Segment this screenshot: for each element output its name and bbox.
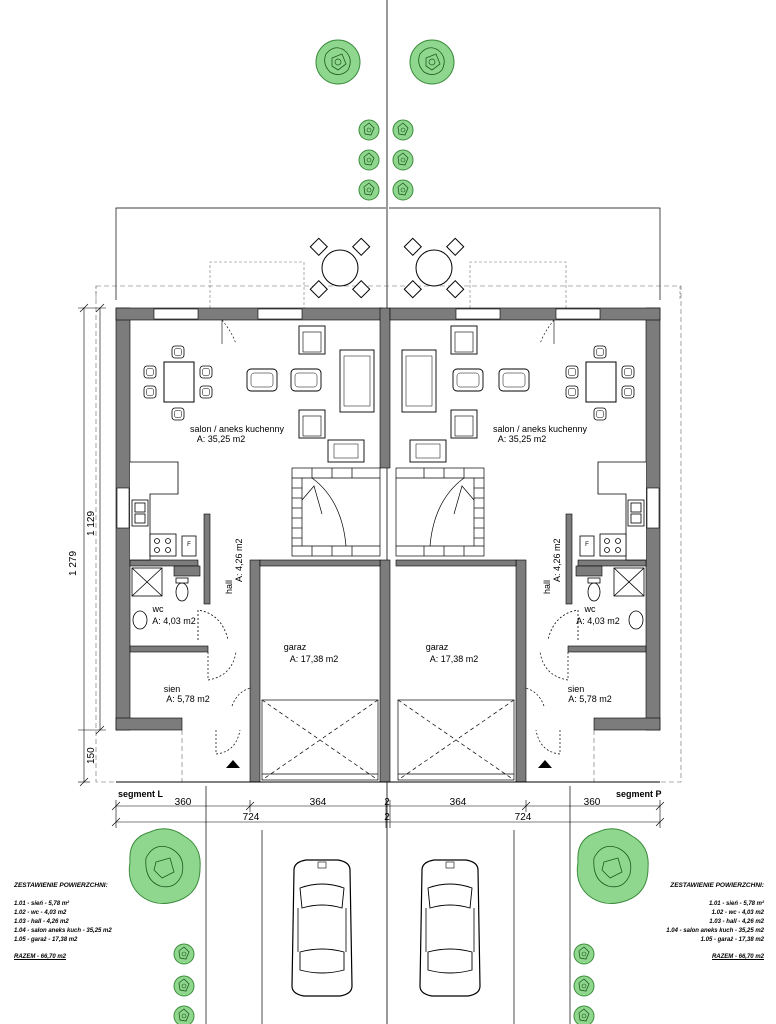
room-area-sien-right: A: 5,78 m2	[568, 694, 612, 704]
room-area-hall-right: A: 4,26 m2	[552, 538, 562, 582]
room-name-salon-right: salon / aneks kuchenny	[492, 424, 588, 434]
area-summary-item: 1.01 - sień - 5,78 m²	[708, 901, 764, 907]
area-summary-item: 1.04 - salon aneks kuch - 35,25 m2	[14, 928, 112, 934]
area-summary-right: ZESTAWIENIE POWIERZCHNI: 1.01 - sień - 5…	[666, 881, 764, 962]
area-summary-item: 1.02 - wc - 4,03 m2	[14, 910, 67, 916]
room-area-salon-left: A: 35,25 m2	[196, 434, 246, 444]
dim-row2-left: 724	[242, 812, 260, 823]
area-summary-item: 1.05 - garaż - 17,38 m2	[700, 937, 764, 943]
stove-mark-left: F	[187, 542, 191, 548]
room-name-wc-right: wc	[584, 604, 596, 614]
trees-front	[128, 828, 649, 1024]
area-summary-total: RAZEM - 66,70 m2	[711, 954, 764, 960]
room-area-wc-right: A: 4,03 m2	[576, 616, 620, 626]
entry-markers	[226, 760, 552, 768]
room-name-hall-left: hall	[224, 579, 234, 594]
room-area-garaz-right: A: 17,38 m2	[429, 654, 479, 664]
dim-row1-center-left: 364	[309, 797, 327, 808]
living-furniture-right	[401, 325, 530, 463]
area-summary-item: 1.05 - garaż - 17,38 m2	[14, 937, 78, 943]
area-summary-item: 1.04 - salon aneks kuch - 35,25 m2	[666, 928, 764, 934]
stairs-right	[395, 467, 485, 557]
room-name-sien-right: sien	[567, 684, 585, 694]
room-area-hall-left: A: 4,26 m2	[234, 538, 244, 582]
living-furniture-left	[246, 325, 375, 463]
dim-row1-center: 2	[384, 797, 390, 808]
dim-vertical-front: 150	[86, 747, 97, 764]
windows	[116, 308, 660, 529]
dim-row2-right: 724	[514, 812, 532, 823]
pergola-outline	[95, 261, 681, 308]
area-summary-item: 1.03 - hall - 4,26 m2	[14, 919, 69, 925]
area-summary-item: 1.01 - sień - 5,78 m²	[14, 901, 70, 907]
segment-label-right: segment P	[616, 789, 662, 799]
dim-row1-center-right: 364	[449, 797, 467, 808]
site-dashed-outline	[95, 285, 682, 783]
dim-vertical-building: 1 129	[86, 510, 97, 536]
room-name-garaz-left: garaz	[283, 642, 307, 652]
dim-row1-left: 360	[174, 797, 192, 808]
garage-doors	[261, 699, 515, 781]
room-name-sien-left: sien	[163, 684, 181, 694]
area-summary-title: ZESTAWIENIE POWIERZCHNI:	[14, 882, 108, 889]
room-name-salon-left: salon / aneks kuchenny	[189, 424, 285, 434]
stove-mark-right: F	[585, 542, 589, 548]
driveway	[205, 786, 571, 1024]
area-summary-left: ZESTAWIENIE POWIERZCHNI: 1.01 - sień - 5…	[14, 881, 112, 962]
segment-label-left: segment L	[118, 789, 164, 799]
room-name-garaz-right: garaz	[425, 642, 449, 652]
cars	[291, 859, 481, 997]
area-summary-total: RAZEM - 66,70 m2	[14, 954, 67, 960]
stairs-left	[291, 467, 381, 557]
room-name-hall-right: hall	[542, 579, 552, 594]
area-summary-title: ZESTAWIENIE POWIERZCHNI:	[670, 882, 764, 889]
kitchen-right	[579, 461, 646, 561]
dim-row2-center: 2	[384, 812, 390, 823]
area-summary-item: 1.02 - wc - 4,03 m2	[711, 910, 764, 916]
dining-set-right	[565, 345, 635, 421]
trees-top	[315, 39, 455, 201]
walls	[115, 307, 661, 783]
room-area-wc-left: A: 4,03 m2	[152, 616, 196, 626]
dimension-lines	[78, 303, 665, 828]
dining-set-left	[143, 345, 213, 421]
wc-fixtures-right	[547, 567, 645, 641]
room-area-salon-right: A: 35,25 m2	[497, 434, 547, 444]
terrace-doors	[221, 319, 555, 345]
terrace-table-right	[403, 237, 465, 299]
door-swings	[207, 651, 569, 755]
plot-boundary	[115, 207, 661, 300]
dim-vertical-total: 1 279	[68, 550, 79, 576]
wc-fixtures-left	[131, 567, 229, 641]
area-summary-item: 1.03 - hall - 4,26 m2	[709, 919, 764, 925]
room-area-sien-left: A: 5,78 m2	[166, 694, 210, 704]
terrace-table-left	[309, 237, 371, 299]
kitchen-left	[130, 461, 197, 561]
dim-row1-right: 360	[583, 797, 601, 808]
room-name-wc-left: wc	[152, 604, 164, 614]
room-area-garaz-left: A: 17,38 m2	[289, 654, 339, 664]
